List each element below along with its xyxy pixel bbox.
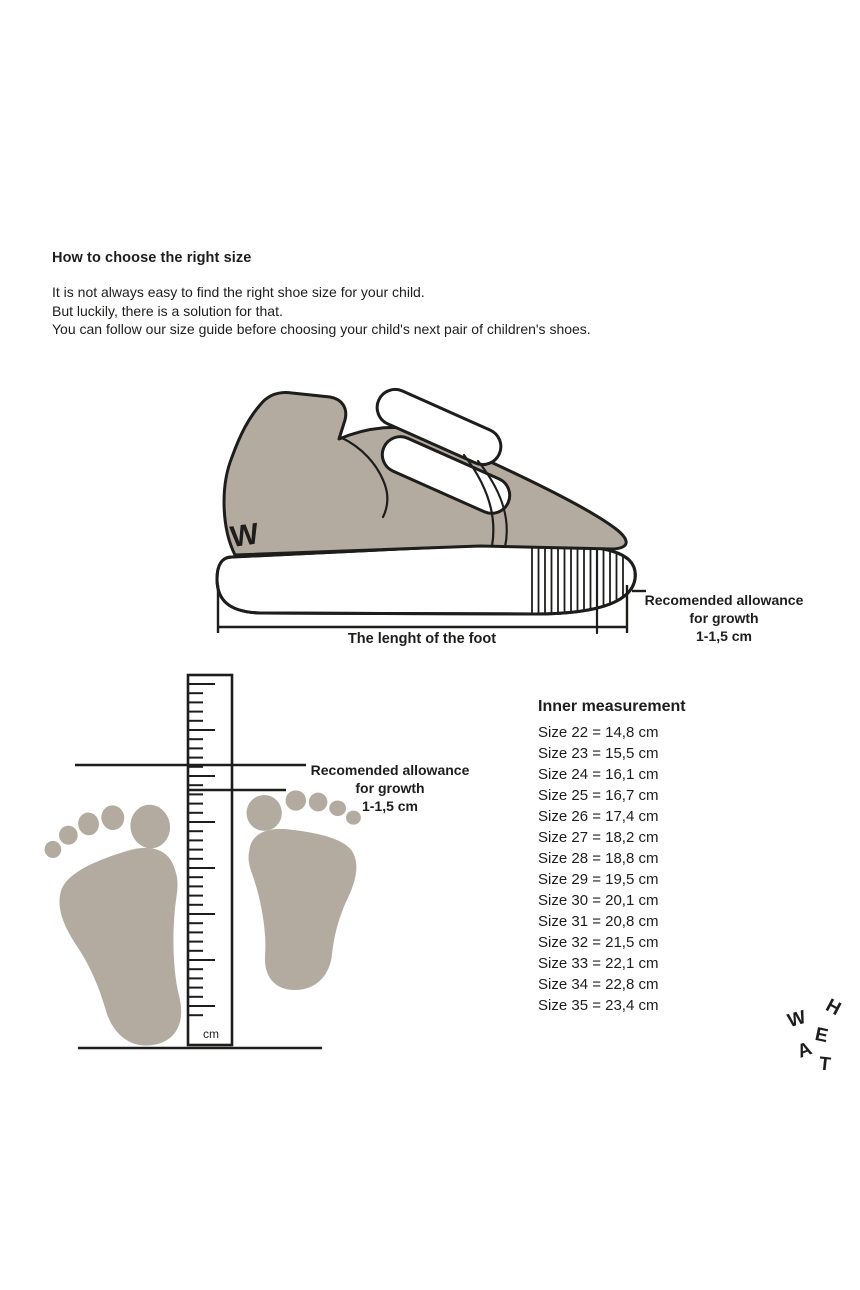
shoe-illustration: W [215, 387, 646, 635]
toe-cap-seam-2 [462, 453, 495, 548]
size-row: Size 32 = 21,5 cm [538, 934, 659, 951]
ruler-ticks [188, 683, 215, 1017]
size-table-heading: Inner measurement [538, 698, 686, 715]
intro-line: You can follow our size guide before cho… [52, 321, 591, 337]
size-table: Inner measurement Size 22 = 14,8 cm Size… [538, 698, 686, 1016]
wheat-logo-letter: E [813, 1023, 830, 1048]
allowance-line: for growth [355, 780, 425, 796]
wheat-logo: W H E A T [778, 995, 860, 1080]
size-row: Size 31 = 20,8 cm [538, 913, 659, 930]
wheat-logo-letter: T [817, 1053, 832, 1076]
size-row: Size 22 = 14,8 cm [538, 724, 659, 741]
ruler-allowance-label: Recomended allowance for growth 1-1,5 cm [304, 761, 476, 815]
allowance-line: Recomended allowance [310, 762, 470, 778]
ruler-unit-label: cm [203, 1027, 219, 1041]
wheat-logo-letter: H [822, 995, 845, 1021]
size-row: Size 34 = 22,8 cm [538, 976, 659, 993]
right-footprint [246, 790, 361, 991]
size-row: Size 26 = 17,4 cm [538, 808, 659, 825]
intro-line: But luckily, there is a solution for tha… [52, 302, 283, 319]
size-row: Size 28 = 18,8 cm [538, 850, 659, 867]
wheat-logo-letter: A [794, 1038, 815, 1063]
ruler [186, 673, 234, 1047]
size-row: Size 27 = 18,2 cm [538, 829, 659, 846]
foot-measuring-illustration: cm [40, 673, 361, 1058]
heel-logo-letter: W [228, 517, 261, 554]
size-row: Size 23 = 15,5 cm [538, 745, 659, 762]
allowance-line: for growth [689, 610, 759, 626]
velcro-strap-bottom [380, 435, 512, 515]
foot-length-label: The lenght of the foot [347, 631, 497, 647]
allowance-line: 1-1,5 cm [361, 798, 419, 814]
size-row: Size 24 = 16,1 cm [538, 766, 659, 783]
wheat-logo-letter: W [785, 1006, 809, 1033]
intro-line: It is not always easy to find the right … [52, 284, 425, 300]
size-row: Size 33 = 22,1 cm [538, 955, 659, 972]
allowance-line: 1-1,5 cm [695, 628, 753, 644]
toe-cap-seam [476, 459, 508, 549]
size-row: Size 29 = 19,5 cm [538, 871, 659, 888]
size-row: Size 30 = 20,1 cm [538, 892, 659, 909]
intro-heading: How to choose the right size [52, 250, 252, 266]
size-row: Size 25 = 16,7 cm [538, 787, 659, 804]
allowance-measure-lines [75, 763, 322, 1050]
shoe-allowance-label: Recomended allowance for growth 1-1,5 cm [635, 591, 813, 645]
shoe-collar-line [338, 435, 389, 519]
size-row: Size 35 = 23,4 cm [538, 997, 659, 1014]
velcro-strap-top [375, 387, 503, 467]
left-footprint [40, 795, 208, 1058]
foot-length-measure-lines [216, 585, 646, 633]
allowance-line: Recomended allowance [644, 592, 804, 608]
intro-section: How to choose the right size It is not a… [52, 250, 712, 339]
